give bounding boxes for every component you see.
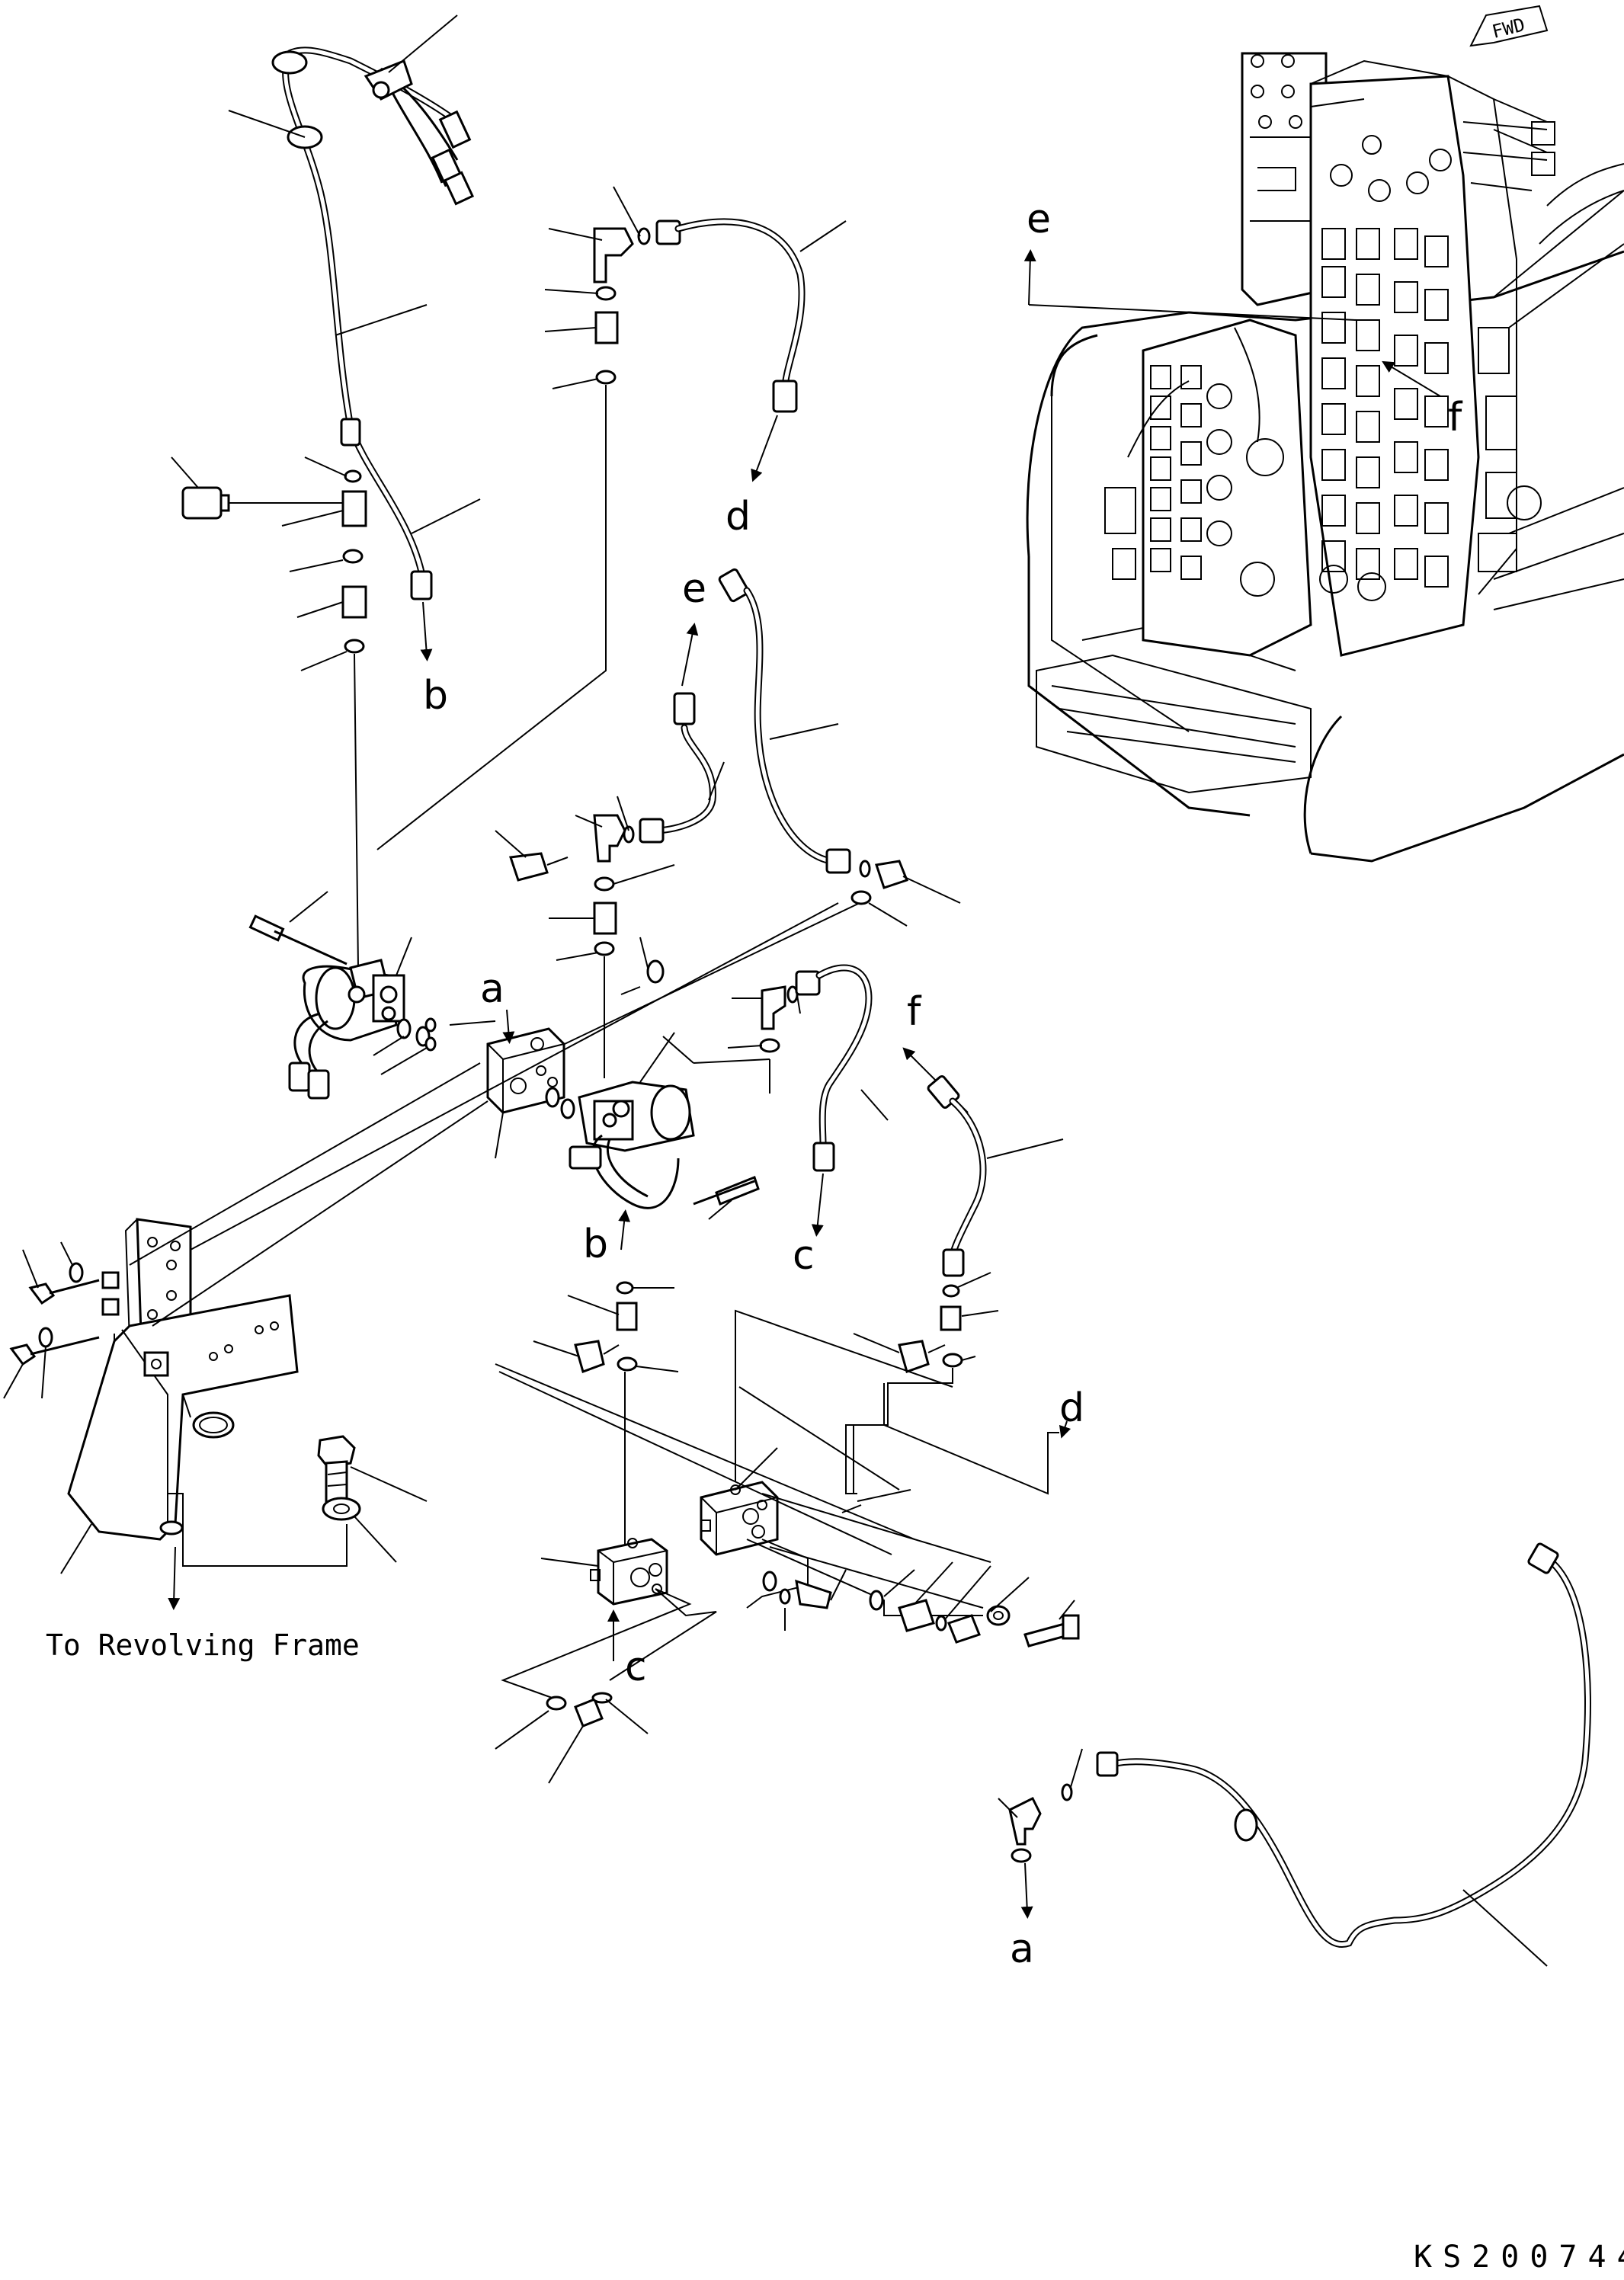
callout-a-bottom: a: [1010, 1926, 1034, 1972]
hose-f-long-assembly: [548, 568, 961, 1052]
hose-c-assembly: c: [727, 964, 889, 1279]
harness-assembly-top-left: b: [171, 14, 481, 969]
callout-b-mid: b: [583, 1222, 608, 1267]
solenoid-valve-right: [569, 937, 770, 1220]
mounting-bracket: To Revolving Frame: [3, 902, 839, 1662]
hose-e-assembly: e: [495, 566, 725, 1078]
callout-d-top: d: [726, 494, 751, 540]
callout-c-bottom: c: [625, 1644, 647, 1690]
callout-c-mid: c: [793, 1233, 815, 1279]
hose-f-short-assembly: f: [845, 989, 1064, 1494]
callout-e-mid: e: [682, 566, 706, 612]
machine-overview-inset: FWD e f: [1023, 5, 1624, 863]
hose-a-long-assembly: a: [998, 1542, 1591, 1972]
valve-block-c: [700, 1309, 1080, 1648]
revolving-frame-note: To Revolving Frame: [46, 1628, 360, 1662]
callout-f-inset: f: [1448, 395, 1463, 440]
drawing-code: KS200744: [1414, 2240, 1624, 2275]
solenoid-valve-left: [248, 891, 437, 1100]
fwd-label: FWD: [1490, 14, 1527, 43]
right-fitting-set: d: [495, 1363, 1084, 1609]
hose-d-assembly: d: [376, 186, 847, 850]
callout-e-inset: e: [1027, 197, 1051, 242]
callout-a-top: a: [480, 966, 504, 1012]
junction-block-a: a: [449, 966, 575, 1159]
valve-block-b: b c: [495, 1209, 717, 1784]
callout-d-right: d: [1059, 1385, 1084, 1431]
callout-f-mid: f: [907, 989, 922, 1035]
fwd-arrow: FWD: [1469, 5, 1549, 47]
callout-b-top: b: [423, 673, 448, 719]
